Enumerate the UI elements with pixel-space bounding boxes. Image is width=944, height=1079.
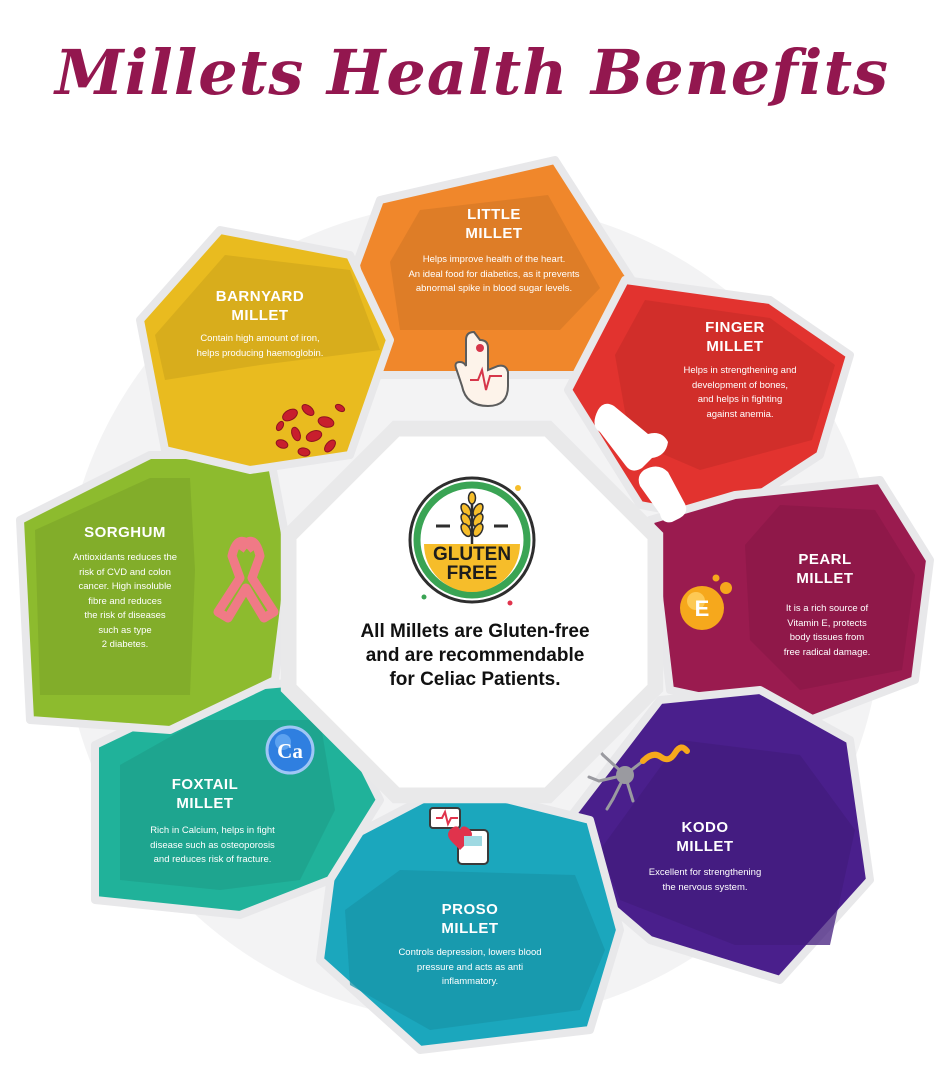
description-line: such as type	[98, 624, 152, 636]
petal-title-pearl: PEARL MILLET	[745, 550, 905, 588]
petal-inner-panel-pearl	[745, 505, 915, 690]
heart-monitor-touch-icon	[454, 330, 509, 408]
petal-inner-panel-finger	[615, 300, 835, 470]
petal-description-kodo: Excellent for strengthening the nervous s…	[615, 866, 795, 895]
petal-title-line-1: PEARL	[798, 551, 852, 568]
description-line: abnormal spike in blood sugar levels.	[415, 283, 573, 294]
petal-inner-panel-little	[390, 195, 600, 330]
red-blood-cells-icon	[275, 403, 346, 457]
gluten-free-line-1: GLUTEN	[433, 544, 511, 565]
petal-proso	[316, 781, 624, 1054]
petal-title-barnyard: BARNYARD MILLET	[190, 287, 330, 325]
petal-title-line-1: LITTLE	[467, 206, 521, 223]
description-line: against anemia.	[706, 408, 774, 420]
petal-title-finger: FINGER MILLET	[640, 318, 830, 356]
petal-title-line-1: FINGER	[705, 319, 765, 336]
description-line: Antioxidants reduces the	[72, 552, 178, 563]
description-line: the nervous system.	[662, 881, 748, 893]
petal-description-proso: Controls depression, lowers blood pressur…	[355, 946, 585, 990]
petal-inner-panel-kodo	[600, 740, 855, 945]
petal-title-foxtail: FOXTAIL MILLET	[130, 775, 280, 813]
description-line: fibre and reduces	[88, 595, 162, 607]
petal-inner-panel-barnyard	[155, 255, 380, 380]
petal-little	[352, 156, 639, 379]
description-line: Helps improve health of the heart.	[422, 254, 566, 265]
petal-title-line-1: KODO	[681, 819, 729, 836]
petal-inner-panel-proso	[345, 870, 605, 1030]
neuron-icon	[587, 743, 690, 811]
description-line: free radical damage.	[783, 646, 871, 658]
description-line: body tissues from	[789, 632, 865, 643]
description-line: Excellent for strengthening	[648, 867, 762, 878]
petal-inner-panel-sorghum	[35, 478, 195, 695]
description-line: Contain high amount of iron,	[200, 333, 320, 344]
petal-title-line-2: MILLET	[441, 920, 499, 937]
petal-title-proso: PROSO MILLET	[375, 900, 565, 938]
vitamin-e-icon: E	[680, 574, 732, 630]
description-line: helps producing haemoglobin.	[196, 347, 324, 359]
petal-title-sorghum: SORGHUM	[40, 523, 210, 542]
petal-description-pearl: It is a rich source of Vitamin E, protect…	[752, 602, 902, 660]
petal-icons: E Ca	[213, 330, 732, 865]
description-line: development of bones,	[691, 379, 789, 391]
petal-title-line-2: MILLET	[231, 307, 289, 324]
description-line: Helps in strengthening and	[683, 365, 797, 376]
petal-barnyard	[136, 226, 394, 474]
description-line: and helps in fighting	[697, 394, 783, 405]
petal-title-line-1: PROSO	[441, 901, 499, 918]
gluten-free-line-2: FREE	[447, 563, 498, 584]
sparkle-dot	[515, 485, 521, 491]
description-line: risk of CVD and colon	[79, 566, 171, 578]
description-line: Controls depression, lowers blood	[398, 947, 542, 958]
description-line: pressure and acts as anti	[416, 961, 524, 973]
petal-description-sorghum: Antioxidants reduces the risk of CVD and …	[40, 551, 210, 653]
vitamin-e-label: E	[695, 596, 710, 621]
blood-pressure-monitor-icon	[429, 807, 489, 865]
petal-description-little: Helps improve health of the heart. An ide…	[378, 253, 610, 297]
calcium-icon: Ca	[265, 725, 315, 775]
description-line: Vitamin E, protects	[787, 617, 867, 629]
petal-description-foxtail: Rich in Calcium, helps in fight disease s…	[130, 824, 295, 868]
description-line: inflammatory.	[441, 976, 499, 987]
petal-title-little: LITTLE MILLET	[399, 205, 589, 243]
description-line: and reduces risk of fracture.	[153, 854, 272, 865]
petal-kodo	[541, 686, 874, 984]
petal-title-line-1: BARNYARD	[215, 288, 305, 305]
center-message: All Millets are Gluten-free and are reco…	[330, 620, 620, 692]
petal-title-line-1: SORGHUM	[84, 524, 166, 541]
description-line: the risk of diseases	[84, 610, 166, 621]
page-title: Millets Health Benefits	[54, 36, 890, 109]
center-line-2: and are recommendable	[365, 645, 585, 666]
sparkle-dot	[507, 600, 513, 606]
description-line: An ideal food for diabetics, as it preve…	[408, 268, 580, 280]
calcium-label: Ca	[277, 739, 303, 763]
petal-title-line-2: MILLET	[706, 338, 764, 355]
sparkle-dot	[421, 594, 427, 600]
description-line: disease such as osteoporosis	[150, 839, 275, 851]
petal-title-kodo: KODO MILLET	[640, 818, 770, 856]
knee-bone-icon	[594, 403, 687, 523]
awareness-ribbon-icon	[213, 536, 279, 623]
petal-title-line-2: MILLET	[465, 225, 523, 242]
center-line-3: for Celiac Patients.	[389, 669, 561, 690]
petal-description-finger: Helps in strengthening and development of…	[650, 364, 830, 422]
petal-description-barnyard: Contain high amount of iron, helps produc…	[160, 332, 360, 361]
center-line-1: All Millets are Gluten-free	[360, 621, 590, 642]
description-line: Rich in Calcium, helps in fight	[150, 825, 275, 836]
description-line: It is a rich source of	[785, 603, 869, 614]
center-octagon	[296, 436, 648, 788]
petal-title-line-2: MILLET	[176, 795, 234, 812]
petal-title-line-2: MILLET	[796, 570, 854, 587]
description-line: 2 diabetes.	[101, 639, 149, 650]
petal-title-line-2: MILLET	[676, 838, 734, 855]
petal-title-line-1: FOXTAIL	[171, 776, 239, 793]
petal-sorghum	[16, 451, 294, 734]
description-line: cancer. High insoluble	[78, 581, 172, 592]
